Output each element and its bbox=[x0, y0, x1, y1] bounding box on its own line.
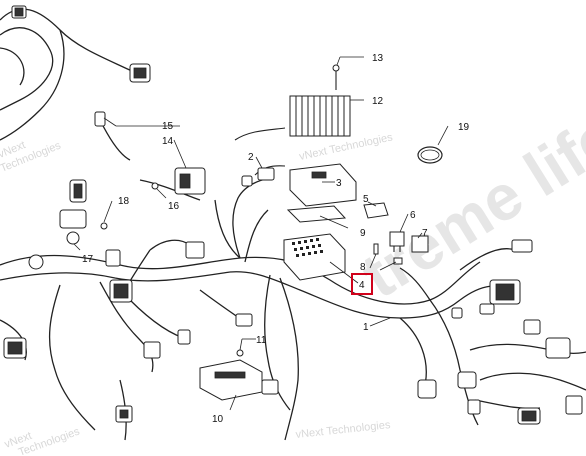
callout-4[interactable]: 4 bbox=[359, 280, 365, 291]
watermark-vnext-bottom-center: vNext Technologies bbox=[295, 419, 391, 441]
callout-11[interactable]: 11 bbox=[256, 335, 267, 346]
hose-clamp bbox=[417, 146, 443, 164]
callout-9[interactable]: 9 bbox=[360, 228, 366, 239]
callout-10[interactable]: 10 bbox=[212, 414, 224, 425]
callout-7[interactable]: 7 bbox=[422, 228, 428, 239]
callout-1[interactable]: 1 bbox=[363, 322, 369, 333]
fuse-box-cover bbox=[289, 163, 357, 207]
leader-lines bbox=[73, 56, 449, 411]
callout-6[interactable]: 6 bbox=[410, 210, 416, 221]
sensor-17 bbox=[59, 209, 87, 245]
relay-6 bbox=[389, 231, 405, 252]
callout-2[interactable]: 2 bbox=[248, 152, 254, 163]
ignition-coil bbox=[174, 167, 206, 195]
callout-18[interactable]: 18 bbox=[118, 196, 130, 207]
callout-14[interactable]: 14 bbox=[162, 136, 174, 147]
voltage-regulator bbox=[289, 95, 351, 137]
callout-13[interactable]: 13 bbox=[372, 53, 384, 64]
bolt-16 bbox=[151, 182, 159, 190]
callout-labels: 1 2 3 4 5 6 7 8 9 10 11 12 13 14 15 16 1… bbox=[82, 53, 470, 425]
callout-8[interactable]: 8 bbox=[360, 262, 366, 273]
connector-right-group bbox=[417, 239, 583, 425]
callout-19[interactable]: 19 bbox=[458, 122, 470, 133]
connector-2 bbox=[241, 167, 275, 187]
spark-plug-wire bbox=[94, 111, 131, 161]
callout-5[interactable]: 5 bbox=[363, 194, 369, 205]
relay-5 bbox=[363, 202, 389, 219]
fuse-box-gasket bbox=[286, 205, 347, 223]
ecu-module bbox=[199, 359, 263, 401]
callout-17[interactable]: 17 bbox=[82, 254, 94, 265]
screw-11 bbox=[236, 349, 244, 357]
connector-top-center-left bbox=[129, 63, 151, 83]
nut-18 bbox=[100, 222, 108, 230]
screw-13 bbox=[332, 64, 340, 90]
callout-16[interactable]: 16 bbox=[168, 201, 180, 212]
fuse-block bbox=[283, 233, 346, 281]
callout-12[interactable]: 12 bbox=[372, 96, 384, 107]
connector-top-left bbox=[11, 5, 27, 19]
connector-misc-group bbox=[3, 179, 279, 423]
callout-3[interactable]: 3 bbox=[336, 178, 342, 189]
callout-15[interactable]: 15 bbox=[162, 121, 174, 132]
callout-4-highlight-box bbox=[351, 273, 373, 295]
watermark-layer: treme life vNext Technologies vNext Tech… bbox=[0, 100, 586, 456]
